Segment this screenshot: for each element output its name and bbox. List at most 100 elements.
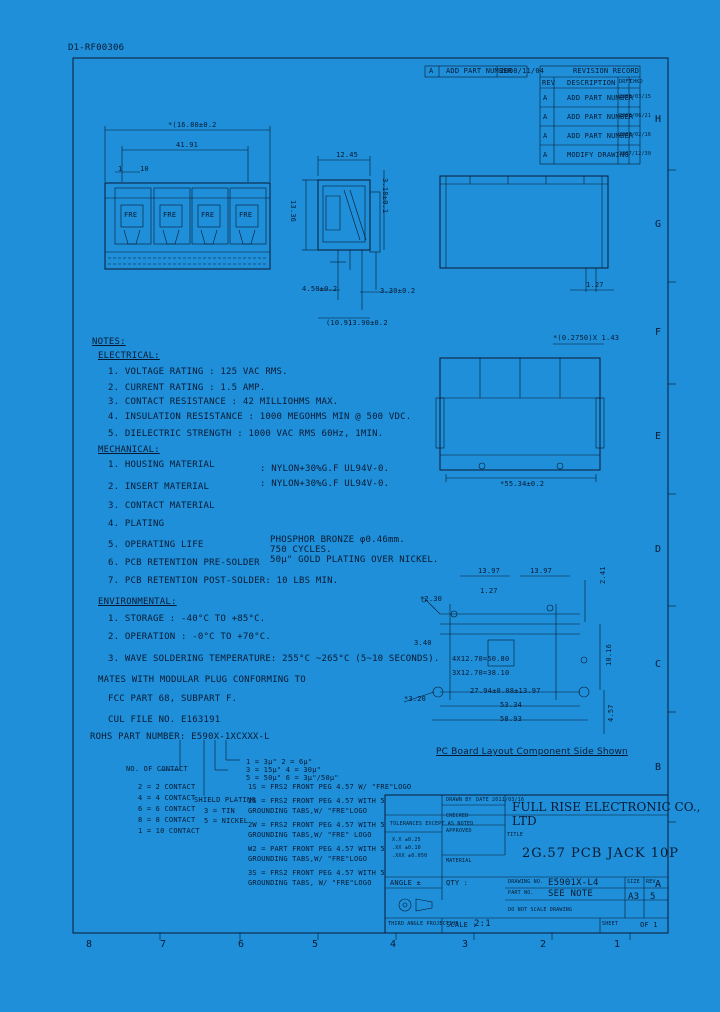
dim-side-base: 4.50±0.2	[302, 285, 338, 293]
contacts-item: 1 = 10 CONTACT	[138, 827, 200, 835]
revision-row-date: 2006/03/15	[619, 94, 652, 100]
tolerance-row: .XXX ±0.050	[392, 853, 428, 859]
zone-label: E	[655, 431, 662, 442]
dim-pcb-center2: 3X12.70=38.10	[452, 669, 510, 677]
approved-label: APPROVED	[446, 828, 472, 834]
zone-label: B	[655, 762, 662, 773]
part-no-label: PART NO.	[508, 890, 534, 896]
revision-row-rev: A	[543, 113, 548, 121]
revision-col-drft: DRFT	[619, 79, 632, 85]
front-view-lines	[104, 126, 271, 270]
shield-item: 3 = TIN	[204, 807, 235, 815]
dim-front-overall: *(16.80±0.2	[168, 121, 217, 129]
contacts-item: 8 = 8 CONTACT	[138, 816, 196, 824]
revision-top-date: 2008/11/04	[500, 67, 545, 75]
electrical-item: 2. CURRENT RATING : 1.5 AMP.	[108, 383, 266, 393]
zone-label: 8	[86, 939, 93, 950]
ul-note: CUL FILE NO. E163191	[108, 715, 221, 725]
side-view-lines	[302, 156, 392, 319]
zone-label: F	[655, 327, 662, 338]
zone-label: G	[655, 219, 662, 230]
mechanical-value: 50μ" GOLD PLATING OVER NICKEL.	[270, 555, 439, 565]
jack-label: FRE	[163, 211, 177, 219]
mechanical-item: 4. PLATING	[108, 519, 165, 529]
material-label: MATERIAL	[446, 858, 472, 864]
pcb-layout-lines	[403, 575, 605, 734]
title-block-lines	[384, 794, 669, 934]
option-item: 2W = FRS2 FRONT PEG 4.57 WITH 5	[248, 821, 385, 829]
notes-title: NOTES:	[92, 337, 126, 347]
document-id: D1-RF00306	[68, 43, 125, 53]
dim-pcb-a: 13.97	[478, 567, 501, 575]
electrical-title: ELECTRICAL:	[98, 351, 160, 361]
revision-row-desc: ADD PART NUMBER	[567, 113, 634, 121]
revision-col-rev: REV	[542, 79, 556, 87]
scale-label: SCALE :	[446, 921, 477, 929]
drawing-no: E5901X-L4	[548, 878, 599, 888]
mates-note: MATES WITH MODULAR PLUG CONFORMING TO	[98, 675, 306, 685]
shield-item: 5 = NICKEL	[204, 817, 249, 825]
environmental-item: 1. STORAGE : -40°C TO +85°C.	[108, 614, 266, 624]
dim-pcb-v2: 4.57	[607, 704, 615, 722]
title-label: TITLE	[507, 832, 524, 838]
tolerance-row: X.X ±0.25	[392, 837, 421, 843]
revision-header: REVISION RECORD	[573, 67, 640, 75]
revision-col-desc: DESCRIPTION	[567, 79, 616, 87]
rohs-note: ROHS PART NUMBER: E590X-1XCXXX-L	[90, 732, 270, 742]
plating-item: 5 = 50μ" 6 = 3μ"/50μ"	[246, 774, 339, 782]
contacts-item: 6 = 6 CONTACT	[138, 805, 196, 813]
dim-pcb-r: 2.41	[599, 566, 607, 584]
revision-row-date: 2007/02/16	[619, 132, 652, 138]
checked-label: CHECKED	[446, 813, 469, 819]
dim-side-height: 13.36	[289, 200, 297, 223]
mechanical-value: 750 CYCLES.	[270, 545, 332, 555]
revision-row-rev: A	[543, 94, 548, 102]
dim-pcb-hole2: *3.20	[404, 695, 427, 703]
mechanical-value: : NYLON+30%G.F UL94V-0.	[260, 464, 390, 474]
angle-label: ANGLE ±	[390, 879, 421, 887]
sheet-value: OF 1	[640, 921, 658, 929]
mechanical-item: 3. CONTACT MATERIAL	[108, 501, 215, 511]
zone-label: 3	[462, 939, 469, 950]
drawn-date: DATE 2011/03/16	[476, 797, 525, 803]
pcb-caption: PC Board Layout Component Side Shown	[436, 747, 628, 757]
environmental-item: 3. WAVE SOLDERING TEMPERATURE: 255°C ~26…	[108, 654, 440, 664]
zone-label: 6	[238, 939, 245, 950]
option-item: GROUNDING TABS,W/ "FRE"LOGO	[248, 807, 368, 815]
contacts-item: 4 = 4 CONTACT	[138, 794, 196, 802]
dim-side-width: 12.45	[336, 151, 359, 159]
revision-row-rev: A	[543, 151, 548, 159]
revision-col-chkd: CHKD	[630, 79, 643, 85]
mechanical-item: 1. HOUSING MATERIAL	[108, 460, 215, 470]
option-item: GROUNDING TABS, W/ "FRE"LOGO	[248, 879, 372, 887]
revision-row-date: 2008/06/21	[619, 113, 652, 119]
drawing-border	[72, 57, 669, 934]
electrical-item: 1. VOLTAGE RATING : 125 VAC RMS.	[108, 367, 288, 377]
rev-label: REV	[646, 879, 656, 885]
fcc-note: FCC PART 68, SUBPART F.	[108, 694, 238, 704]
option-item: GROUNDING TABS,W/ "FRE"LOGO	[248, 855, 368, 863]
zone-label: H	[655, 114, 662, 125]
zone-ticks	[159, 169, 676, 940]
plating-item: 1 = 3μ" 2 = 6μ"	[246, 758, 313, 766]
option-item: 3S = FRS2 FRONT PEG 4.57 WITH 5	[248, 869, 385, 877]
zone-label: 1	[614, 939, 621, 950]
jack-label: FRE	[124, 211, 138, 219]
dim-pcb-hole: *2.30	[420, 595, 443, 603]
dim-top-pitch: *(0.2750)X 1.43	[553, 334, 620, 342]
drawing-title: 2G.57 PCB JACK 10P	[522, 846, 680, 861]
rev-value: 5	[650, 892, 656, 902]
qty-label: QTY :	[446, 879, 469, 887]
option-item: GROUNDING TABS,W/ "FRE" LOGO	[248, 831, 372, 839]
zone-label: 2	[540, 939, 547, 950]
mechanical-title: MECHANICAL:	[98, 445, 160, 455]
electrical-item: 5. DIELECTRIC STRENGTH : 1000 VAC RMS 60…	[108, 429, 384, 439]
revision-row-desc: ADD PART NUMBER	[567, 132, 634, 140]
revision-row-desc: ADD PART NUMBER	[567, 94, 634, 102]
revision-row-desc: MODIFY DRAWING	[567, 151, 629, 159]
sheet-label: SHEET	[602, 921, 619, 927]
jack-label: FRE	[201, 211, 215, 219]
tolerance-row: .XX ±0.10	[392, 845, 421, 851]
mechanical-item: 5. OPERATING LIFE	[108, 540, 204, 550]
